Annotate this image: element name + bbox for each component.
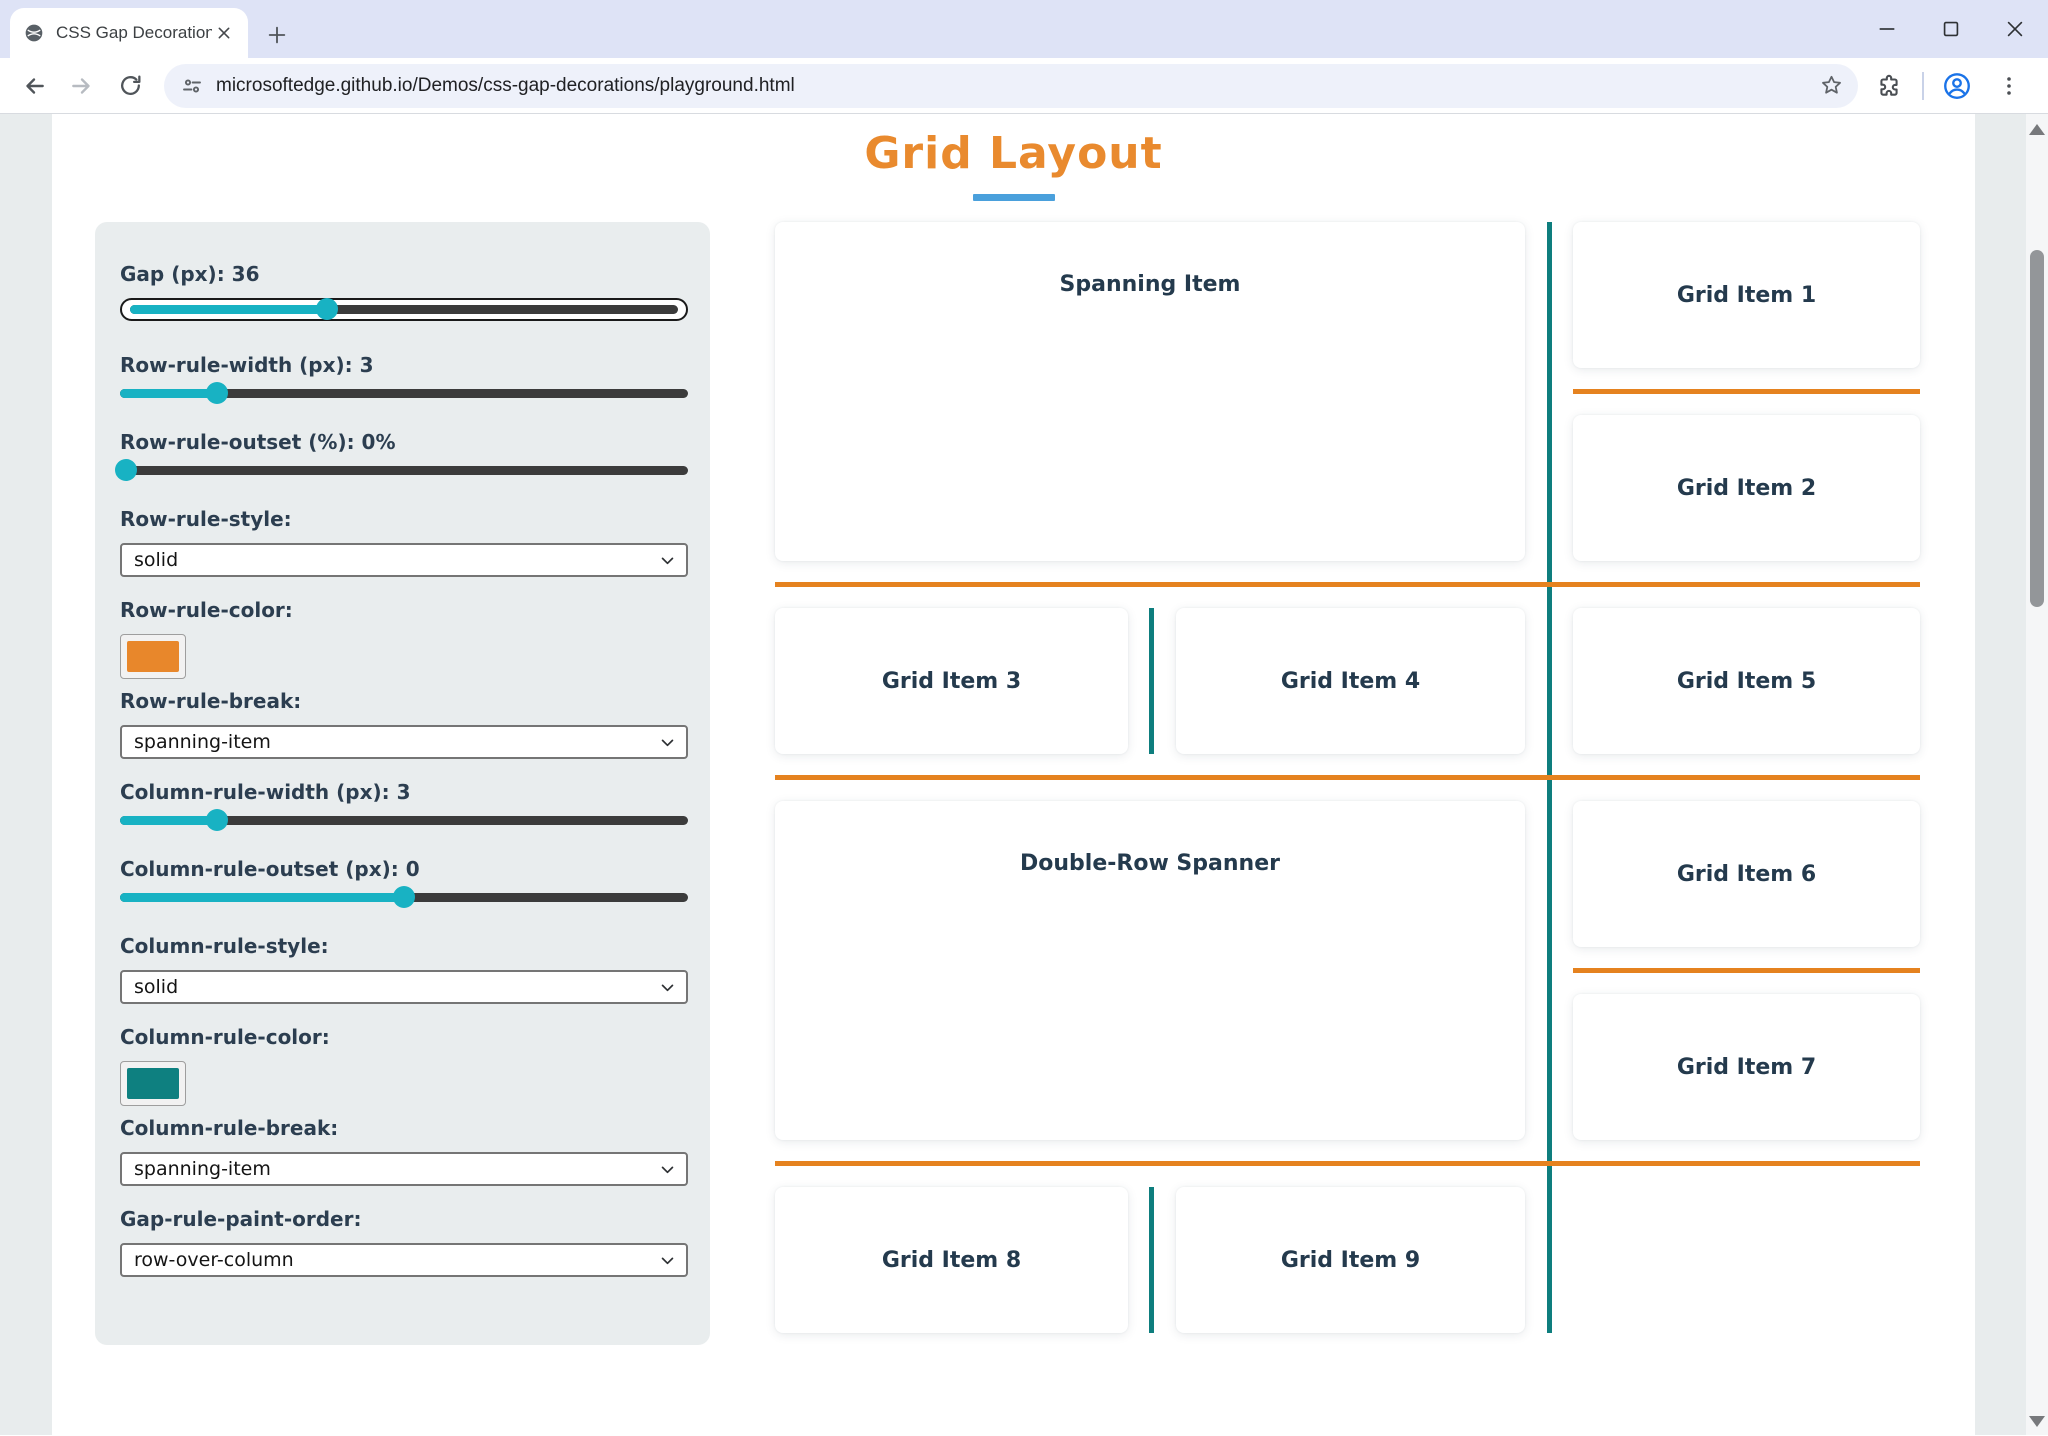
toolbar-separator — [1922, 71, 1924, 100]
scroll-down-icon[interactable] — [2029, 1416, 2045, 1427]
row-gap-rule — [775, 1161, 1920, 1166]
row-rule-style-select[interactable]: solid — [120, 543, 688, 577]
site-info-icon[interactable] — [180, 74, 204, 98]
grid-item-1: Grid Item 1 — [1573, 222, 1920, 368]
column-rule-color-picker[interactable] — [120, 1061, 186, 1106]
row-rule-break-select[interactable]: spanning-item — [120, 725, 688, 759]
chevron-down-icon — [661, 739, 674, 746]
reload-icon[interactable] — [110, 66, 150, 106]
row-gap-rule — [775, 582, 1920, 587]
gap-rule-paint-order-label: Gap-rule-paint-order: — [120, 1207, 362, 1231]
chevron-down-icon — [661, 984, 674, 991]
browser-tab[interactable]: CSS Gap Decorations playgroun — [10, 8, 248, 58]
page-title: Grid Layout — [864, 128, 1163, 179]
grid-item-6: Grid Item 6 — [1573, 801, 1920, 947]
select-value: row-over-column — [134, 1249, 294, 1271]
column-rule-style-label: Column-rule-style: — [120, 934, 329, 958]
slider-thumb[interactable] — [114, 459, 137, 481]
slider-thumb[interactable] — [205, 382, 228, 404]
browser-toolbar: microsoftedge.github.io/Demos/css-gap-de… — [0, 58, 2048, 114]
menu-kebab-icon[interactable] — [1990, 67, 2028, 105]
forward-icon[interactable] — [62, 66, 102, 106]
vertical-scrollbar[interactable] — [2026, 114, 2048, 1435]
grid-item-7: Grid Item 7 — [1573, 994, 1920, 1140]
profile-avatar-icon[interactable] — [1938, 67, 1976, 105]
url-text: microsoftedge.github.io/Demos/css-gap-de… — [216, 74, 795, 96]
select-value: solid — [134, 549, 179, 571]
gap-label: Gap (px): 36 — [120, 262, 260, 286]
row-gap-rule — [1573, 389, 1920, 394]
grid-item-9: Grid Item 9 — [1176, 1187, 1525, 1333]
grid-item-4: Grid Item 4 — [1176, 608, 1525, 754]
column-rule-break-label: Column-rule-break: — [120, 1116, 339, 1140]
column-rule-color-label: Column-rule-color: — [120, 1025, 330, 1049]
scrollbar-thumb[interactable] — [2030, 250, 2044, 607]
grid-item-8: Grid Item 8 — [775, 1187, 1128, 1333]
gap-rule-paint-order-select[interactable]: row-over-column — [120, 1243, 688, 1277]
row-rule-color-label: Row-rule-color: — [120, 598, 293, 622]
row-rule-width-slider[interactable] — [120, 382, 688, 404]
chevron-down-icon — [661, 1166, 674, 1173]
slider-thumb[interactable] — [316, 298, 339, 320]
column-gap-rule — [1149, 608, 1154, 754]
column-rule-outset-label: Column-rule-outset (px): 0 — [120, 857, 420, 881]
favicon-globe-icon — [24, 23, 44, 43]
tab-strip: CSS Gap Decorations playgroun — [0, 0, 2048, 58]
row-rule-outset-slider[interactable] — [114, 459, 688, 481]
row-rule-color-value — [127, 641, 179, 672]
row-rule-style-label: Row-rule-style: — [120, 507, 292, 531]
tab-close-icon[interactable] — [212, 21, 236, 45]
gap-slider[interactable] — [120, 298, 688, 321]
column-rule-break-select[interactable]: spanning-item — [120, 1152, 688, 1186]
row-gap-rule — [1573, 968, 1920, 973]
window-close-button[interactable] — [2000, 14, 2030, 44]
scroll-up-icon[interactable] — [2029, 124, 2045, 135]
window-controls — [1872, 0, 2040, 58]
window-maximize-button[interactable] — [1936, 14, 1966, 44]
row-rule-color-picker[interactable] — [120, 634, 186, 679]
column-rule-width-label: Column-rule-width (px): 3 — [120, 780, 411, 804]
column-rule-style-select[interactable]: solid — [120, 970, 688, 1004]
page-viewport: Grid Layout Gap (px): 36 Row-rule-width … — [0, 114, 2048, 1435]
grid-item-double-row-spanner: Double-Row Spanner — [775, 801, 1525, 1140]
row-rule-break-label: Row-rule-break: — [120, 689, 302, 713]
grid-item-3: Grid Item 3 — [775, 608, 1128, 754]
select-value: spanning-item — [134, 1158, 271, 1180]
page-content: Grid Layout Gap (px): 36 Row-rule-width … — [52, 114, 1975, 1435]
grid-item-spanning: Spanning Item — [775, 222, 1525, 561]
slider-thumb[interactable] — [393, 886, 415, 908]
title-underline — [972, 194, 1055, 201]
new-tab-button[interactable] — [262, 20, 292, 50]
grid-demo: Spanning Item Grid Item 1 Grid Item 2 Gr… — [775, 222, 1920, 1337]
chevron-down-icon — [661, 1257, 674, 1264]
grid-item-2: Grid Item 2 — [1573, 415, 1920, 561]
column-rule-width-slider[interactable] — [120, 809, 688, 831]
back-icon[interactable] — [14, 66, 54, 106]
chevron-down-icon — [661, 557, 674, 564]
toolbar-right — [1870, 67, 2028, 105]
row-rule-width-label: Row-rule-width (px): 3 — [120, 353, 374, 377]
extensions-icon[interactable] — [1870, 67, 1908, 105]
bookmark-star-icon[interactable] — [1819, 73, 1844, 98]
column-rule-outset-slider[interactable] — [120, 886, 688, 908]
window-minimize-button[interactable] — [1872, 14, 1902, 44]
column-rule-color-value — [127, 1068, 179, 1099]
url-bar[interactable]: microsoftedge.github.io/Demos/css-gap-de… — [164, 63, 1858, 108]
controls-panel: Gap (px): 36 Row-rule-width (px): 3 Row-… — [95, 222, 710, 1345]
row-rule-outset-label: Row-rule-outset (%): 0% — [120, 430, 396, 454]
row-gap-rule — [775, 775, 1920, 780]
grid-item-5: Grid Item 5 — [1573, 608, 1920, 754]
slider-thumb[interactable] — [205, 809, 228, 831]
select-value: spanning-item — [134, 731, 271, 753]
tab-title: CSS Gap Decorations playgroun — [56, 23, 212, 42]
select-value: solid — [134, 976, 179, 998]
column-gap-rule — [1149, 1187, 1154, 1333]
